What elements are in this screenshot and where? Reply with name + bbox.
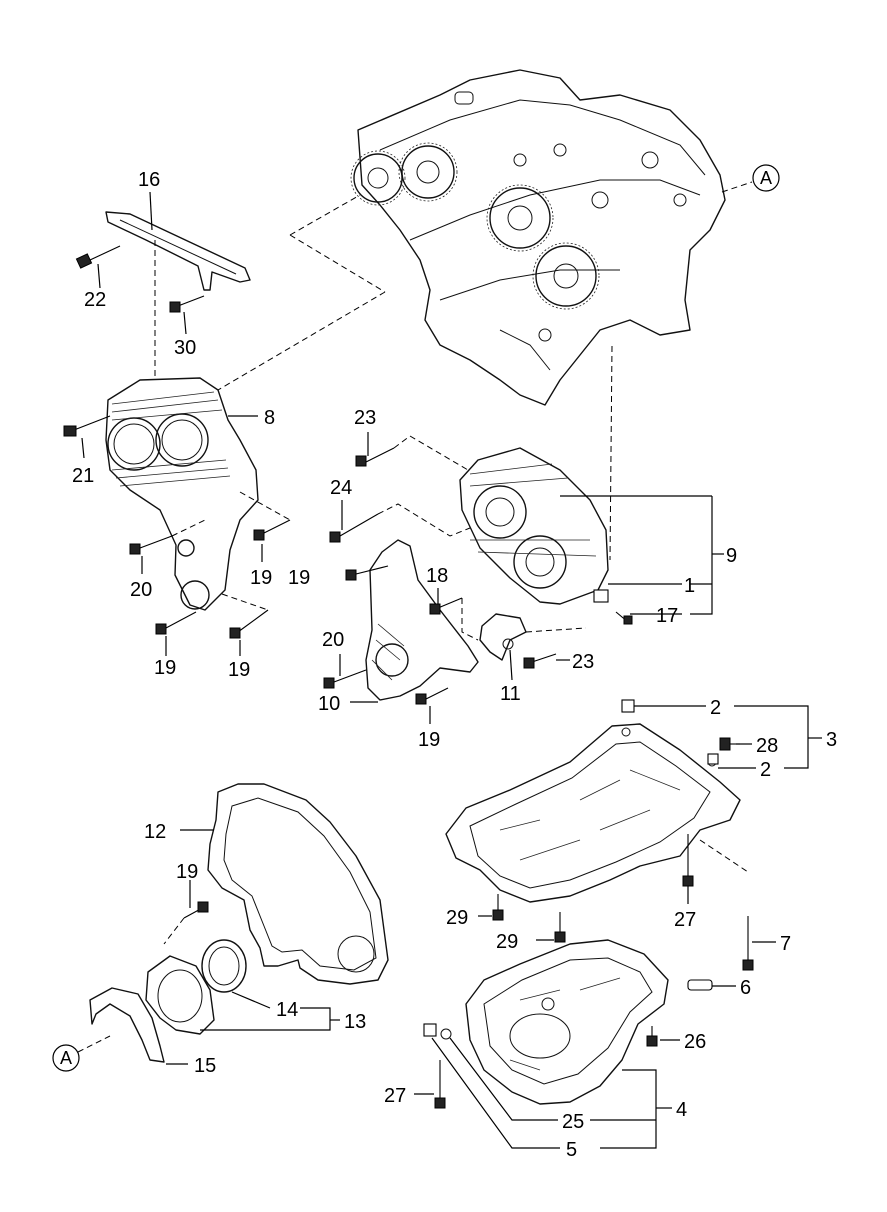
callout-8: 8 <box>264 407 275 429</box>
seal-part-14 <box>201 939 271 1009</box>
callout-16: 16 <box>138 169 160 191</box>
leader-25 <box>449 1037 558 1121</box>
callout-29-a: 29 <box>446 907 468 929</box>
callout-3: 3 <box>826 729 837 751</box>
bolt-part-19-a <box>239 491 291 562</box>
callout-25: 25 <box>562 1111 584 1133</box>
bolt-part-26 <box>646 1026 680 1047</box>
timing-cover-part-9 <box>459 345 712 605</box>
bolt-part-7 <box>699 839 776 971</box>
callout-20-left: 20 <box>130 579 152 601</box>
bolt-part-19-c <box>221 593 269 656</box>
bolt-part-18 <box>429 588 479 641</box>
callout-19-d: 19 <box>288 567 310 589</box>
plug-part-2 <box>621 699 756 769</box>
callout-10: 10 <box>318 693 340 715</box>
dash-link-1 <box>289 234 386 293</box>
callout-18: 18 <box>426 565 448 587</box>
callout-23-lower: 23 <box>572 651 594 673</box>
bolt-part-23-lower <box>523 653 570 669</box>
dash-link-3 <box>289 194 361 236</box>
engine-block <box>350 69 726 406</box>
bracket-part-16 <box>105 191 251 380</box>
bolt-part-29-b <box>536 912 566 943</box>
reference-mark-a-top: A <box>721 164 780 193</box>
callout-20-middle: 20 <box>322 629 344 651</box>
callout-26: 26 <box>684 1031 706 1053</box>
bolt-part-24 <box>329 500 471 543</box>
callout-30: 30 <box>174 337 196 359</box>
leader-5 <box>431 1037 560 1149</box>
leader-group-4 <box>600 1069 657 1149</box>
bolt-part-27-upper <box>682 834 694 904</box>
leader-group-3 <box>734 705 809 769</box>
callout-28: 28 <box>756 735 778 757</box>
callout-12: 12 <box>144 821 166 843</box>
callout-5: 5 <box>566 1139 577 1161</box>
bolt-part-22 <box>75 245 121 289</box>
callout-23-top: 23 <box>354 407 376 429</box>
bolt-part-19-d <box>345 565 389 581</box>
svg-text:A: A <box>60 1048 72 1068</box>
drain-plug-part-25 <box>423 1023 452 1040</box>
callout-27-upper: 27 <box>674 909 696 931</box>
bolt-part-28 <box>719 737 752 751</box>
callout-4: 4 <box>676 1099 687 1121</box>
bolt-part-29-a <box>478 894 504 921</box>
callout-17: 17 <box>656 605 678 627</box>
oil-pan-upper-part-3 <box>445 723 741 903</box>
bolt-part-21 <box>63 415 111 459</box>
callout-22: 22 <box>84 289 106 311</box>
callout-29-b: 29 <box>496 931 518 953</box>
callout-2-b: 2 <box>760 759 771 781</box>
callout-19-f: 19 <box>176 861 198 883</box>
part-6-sensor <box>687 979 736 991</box>
reference-mark-a-bottom: A <box>52 1035 111 1072</box>
callout-11: 11 <box>500 683 521 705</box>
callout-15: 15 <box>194 1055 216 1077</box>
gasket-part-12 <box>180 783 389 985</box>
timing-cover-lower-part-10 <box>350 539 479 703</box>
dash-link-2 <box>217 291 386 391</box>
callout-19-b: 19 <box>154 657 176 679</box>
callout-24: 24 <box>330 477 352 499</box>
callout-2-a: 2 <box>710 697 721 719</box>
part-15-gasket <box>89 987 188 1065</box>
callout-19-c: 19 <box>228 659 250 681</box>
bolt-part-19-f <box>163 880 209 945</box>
bolt-part-23-top <box>355 432 469 471</box>
timing-cover-upper-part-8 <box>105 377 259 611</box>
bolt-part-20-middle <box>323 654 367 689</box>
part-11-tensioner <box>479 613 587 681</box>
callout-19-e: 19 <box>418 729 440 751</box>
bolt-part-19-e <box>415 687 449 724</box>
callout-19-a: 19 <box>250 567 272 589</box>
oil-pan-lower-part-4 <box>465 939 669 1105</box>
svg-text:A: A <box>760 168 772 188</box>
callout-9: 9 <box>726 545 737 567</box>
part-1-and-17 <box>593 583 682 625</box>
callout-21: 21 <box>72 465 94 487</box>
bolt-part-27-lower <box>414 1060 446 1109</box>
bolt-part-20-left <box>129 519 206 574</box>
housing-part-13 <box>145 955 340 1035</box>
callout-1: 1 <box>684 575 695 597</box>
leader-group-9 <box>690 496 713 615</box>
bolt-part-30 <box>169 295 205 335</box>
callout-13: 13 <box>344 1011 366 1033</box>
bolt-part-19-b <box>155 611 197 656</box>
callout-27-lower: 27 <box>384 1085 406 1107</box>
callout-14: 14 <box>276 999 298 1021</box>
callout-6: 6 <box>740 977 751 999</box>
callout-7: 7 <box>780 933 791 955</box>
